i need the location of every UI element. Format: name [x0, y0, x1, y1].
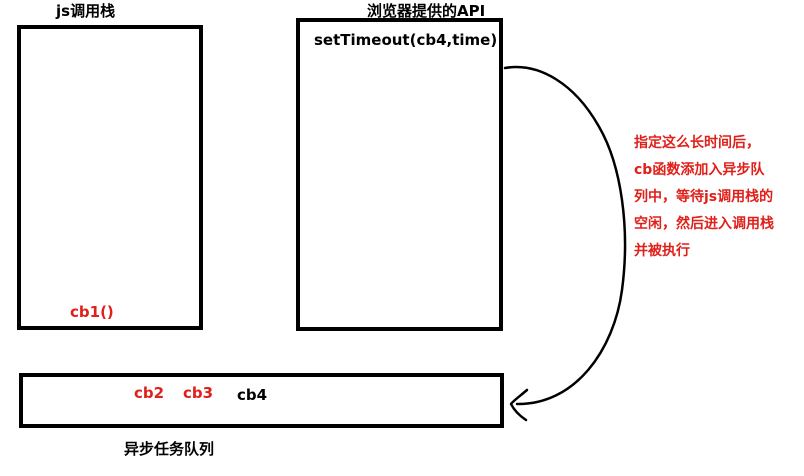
- web-api-item-settimeout: setTimeout(cb4,time): [314, 31, 498, 49]
- call-stack-title: js调用栈: [56, 2, 116, 20]
- task-queue-item-cb4: cb4: [237, 386, 268, 404]
- web-api-title: 浏览器提供的API: [367, 2, 486, 20]
- annotation-line: cb函数添加入异步队: [634, 162, 765, 178]
- task-queue-item-cb2: cb2: [134, 384, 165, 402]
- annotation-line: 列中，等待js调用栈的: [634, 189, 774, 205]
- annotation-line: 指定这么长时间后，: [634, 135, 760, 151]
- task-queue-item-cb3: cb3: [183, 384, 214, 402]
- annotation-text: 指定这么长时间后， cb函数添加入异步队 列中，等待js调用栈的 空闲，然后进入…: [634, 130, 802, 265]
- call-stack-item-cb1: cb1(): [70, 303, 114, 321]
- call-stack-box: [17, 25, 203, 330]
- flow-arrow-curve: [503, 65, 627, 406]
- annotation-line: 空闲，然后进入调用栈: [634, 216, 774, 232]
- web-api-box: [296, 18, 503, 331]
- task-queue-box: [19, 373, 504, 428]
- task-queue-title: 异步任务队列: [124, 440, 215, 458]
- flow-arrow-head: [509, 388, 529, 422]
- annotation-line: 并被执行: [634, 243, 690, 259]
